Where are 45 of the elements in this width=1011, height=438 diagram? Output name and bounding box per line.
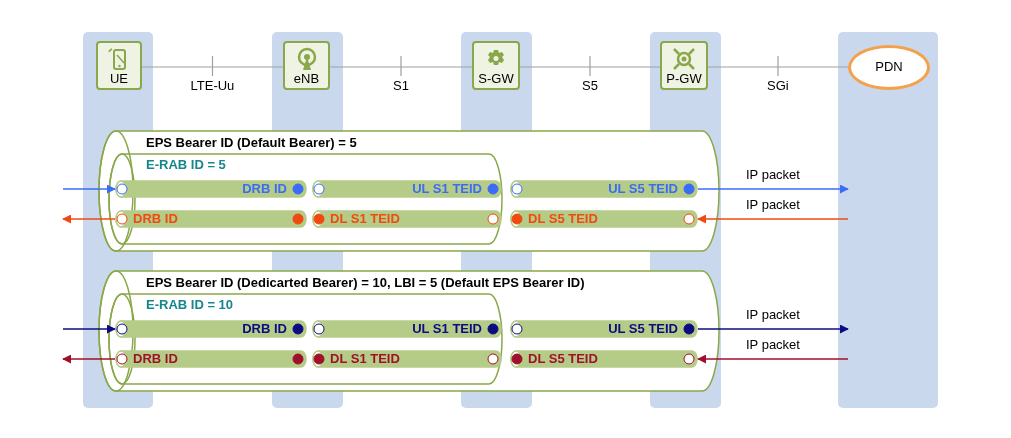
arrow	[697, 354, 849, 364]
tube-title: EPS Bearer ID (Dedicarted Bearer) = 10, LBI = 5 (Default EPS Bearer ID)	[146, 275, 585, 290]
edge-label: IP packet	[744, 197, 802, 212]
tunnel-id-label: DRB ID	[242, 181, 287, 196]
edge-label: IP packet	[744, 337, 802, 352]
arrow	[62, 184, 116, 194]
node-label: S-GW	[477, 71, 515, 86]
node-label: UE	[108, 71, 130, 86]
network-element-box	[472, 41, 520, 90]
arrow	[62, 354, 116, 364]
tunnel-id-label: UL S5 TEID	[608, 181, 678, 196]
edge-label: LTE-Uu	[188, 78, 237, 93]
tunnel-id-label: DRB ID	[242, 321, 287, 336]
connector-line	[707, 55, 849, 77]
tunnel-id-label: DRB ID	[133, 211, 178, 226]
connector-line	[329, 55, 473, 77]
network-element-box	[96, 41, 142, 90]
tunnel-id-label: UL S5 TEID	[608, 321, 678, 336]
arrow	[697, 214, 849, 224]
arrow	[697, 324, 849, 334]
node-label: P-GW	[665, 71, 703, 86]
arrow	[62, 324, 116, 334]
node-label: eNB	[292, 71, 321, 86]
tube-title: E-RAB ID = 10	[146, 297, 234, 312]
edge-label: IP packet	[744, 167, 802, 182]
tunnel-id-label: DL S1 TEID	[330, 351, 400, 366]
network-element-box	[660, 41, 708, 90]
edge-label: S5	[580, 78, 600, 93]
tunnel-id-label: DRB ID	[133, 351, 178, 366]
edge-label: S1	[391, 78, 411, 93]
tunnel-id-label: DL S5 TEID	[528, 211, 598, 226]
node-label: PDN	[874, 59, 904, 74]
tunnel-id-label: DL S5 TEID	[528, 351, 598, 366]
tunnel-id-label: DL S1 TEID	[330, 211, 400, 226]
connector-line	[519, 55, 661, 77]
arrow	[62, 214, 116, 224]
network-element-box	[283, 41, 330, 90]
tunnel-id-label: UL S1 TEID	[412, 321, 482, 336]
arrow	[697, 184, 849, 194]
connector-line	[141, 55, 284, 77]
tube-title: E-RAB ID = 5	[146, 157, 226, 172]
tunnel-id-label: UL S1 TEID	[412, 181, 482, 196]
edge-label: IP packet	[744, 307, 802, 322]
tube-title: EPS Bearer ID (Default Bearer) = 5	[146, 135, 357, 150]
edge-label: SGi	[765, 78, 791, 93]
